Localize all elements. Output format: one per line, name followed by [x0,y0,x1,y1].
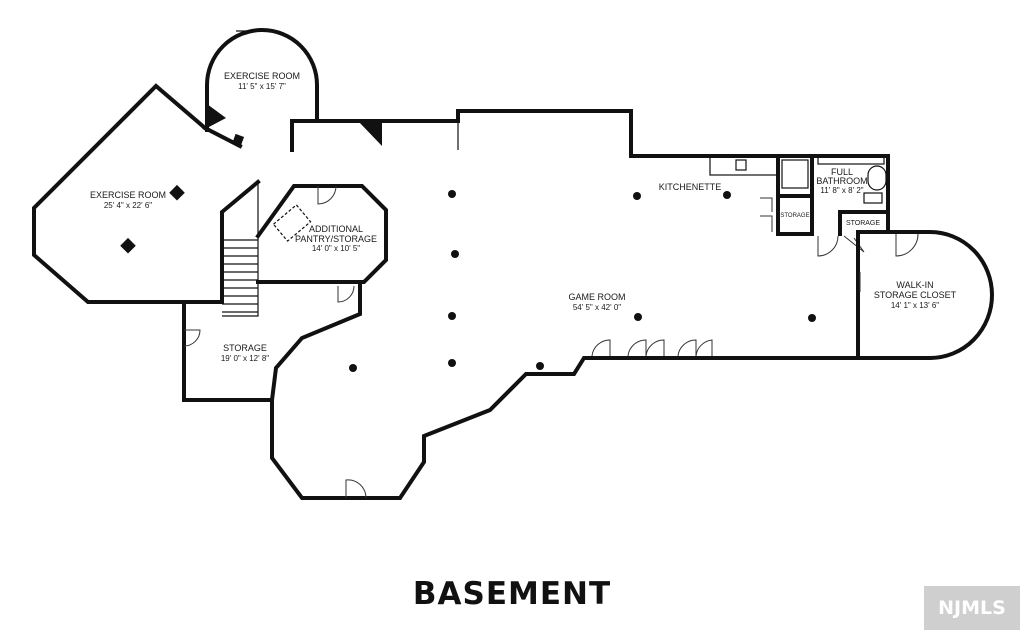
pantry-dims: 14' 0" x 10' 5" [312,244,360,253]
column-marker [120,237,136,254]
bathroom-label-line2: BATHROOM [816,176,867,186]
column-marker [169,184,185,201]
stairs [220,179,261,317]
storage-main-dims: 19' 0" x 12' 8" [221,354,269,363]
storage-room [182,280,590,500]
closet-dims: 14' 1" x 13' 6" [891,301,939,310]
game-room-dims: 54' 5" x 42' 0" [573,303,621,312]
pantry-label-line1: ADDITIONAL [309,224,363,234]
pantry-label-line2: PANTRY/STORAGE [295,234,377,244]
game-room-label: GAME ROOM [568,292,625,302]
exercise-room-left [32,83,243,304]
kitchenette-label: KITCHENETTE [659,182,722,192]
wedge-marker [207,104,226,128]
bathroom-label-line1: FULL [831,167,853,177]
walk-in-closet [856,230,994,361]
storage-main-label: STORAGE [223,343,267,353]
exercise-room-top-label: EXERCISE ROOM [224,71,300,81]
storage-small-2-label: STORAGE [846,220,880,227]
exercise-room-left-dims: 25' 4" x 22' 6" [104,201,152,210]
closet-label-line2: STORAGE CLOSET [874,290,957,300]
floor-title: BASEMENT [412,576,612,612]
wedge-marker [358,121,382,146]
light-fixtures [349,190,816,372]
additional-pantry [255,184,388,284]
kitchenette-counter [709,156,779,176]
game-room-south [586,339,932,360]
mls-watermark-logo: NJMLS [924,586,1020,630]
closet-label-line1: WALK-IN [896,280,933,290]
storage-small-1-label: STORAGE [780,213,809,219]
exercise-room-left-label: EXERCISE ROOM [90,190,166,200]
exercise-room-top-dims: 11' 5" x 15' 7" [238,82,286,91]
bathroom-area [760,154,888,257]
bathroom-dims: 11' 8" x 8' 2" [820,186,863,195]
exercise-room-top [205,28,319,146]
